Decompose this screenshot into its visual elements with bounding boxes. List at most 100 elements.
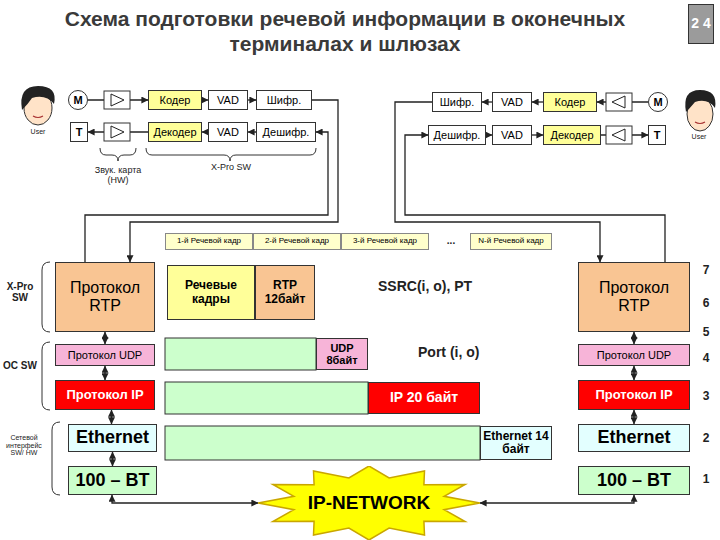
microphone-symbol: M xyxy=(648,92,668,112)
protocol-box: Протокол IP xyxy=(55,380,155,410)
amplifier-triangle xyxy=(111,126,124,138)
node-text: Декодер xyxy=(546,129,598,141)
speech-frame: 3-й Речевой кадр xyxy=(341,233,429,250)
amplifier-triangle xyxy=(111,94,124,106)
slide-title: Схема подготовки речевой информации в ок… xyxy=(30,6,660,56)
amplifier-box xyxy=(104,123,130,141)
connector-arrow xyxy=(248,131,256,132)
connector-arrow xyxy=(482,101,492,102)
amplifier-triangle xyxy=(612,129,625,141)
microphone-symbol: M xyxy=(68,90,88,110)
user-caption: User xyxy=(18,128,58,136)
layer-bracket xyxy=(52,422,60,495)
layer-label: X-Pro SW xyxy=(1,281,39,303)
payload-bar xyxy=(165,338,316,370)
node-text: Протокол RTP xyxy=(58,279,152,314)
node-text: Кодер xyxy=(151,94,199,106)
connector-arrow xyxy=(633,332,634,344)
connector-arrow xyxy=(112,495,258,503)
packet-field: Речевые кадры xyxy=(167,265,255,320)
node-text: VAD xyxy=(211,94,245,106)
user-hair xyxy=(685,90,715,112)
layer-number: 4 xyxy=(698,352,714,365)
protocol-box: Ethernet xyxy=(68,424,157,452)
speech-frame: N-й Речевой кадр xyxy=(470,233,552,250)
node-text: VAD xyxy=(495,129,529,141)
vad-box: VAD xyxy=(492,125,532,145)
protocol-box: Протокол UDP xyxy=(55,344,155,366)
node-text: Ethernet xyxy=(71,428,154,448)
protocol-box: Протокол RTP xyxy=(578,262,690,332)
packet-header: UDP 8байт xyxy=(316,338,368,370)
node-text: Ethernet 14 байт xyxy=(483,430,549,456)
cipher-box: Шифр. xyxy=(432,92,482,112)
amplifier-box xyxy=(104,91,130,109)
node-text: Речевые кадры xyxy=(170,279,252,305)
layer-number: 1 xyxy=(698,473,714,486)
user-mouth xyxy=(33,116,43,118)
header-field-note: SSRC(i, o), PT xyxy=(378,279,528,294)
node-text: Дешифр. xyxy=(259,126,313,138)
codec-box: Декодер xyxy=(543,125,601,145)
node-text: 2-й Речевой кадр xyxy=(256,237,338,246)
vad-box: VAD xyxy=(492,92,532,112)
codec-box: Кодер xyxy=(148,90,202,110)
amplifier-box xyxy=(606,93,632,111)
node-text: IP 20 байт xyxy=(371,390,477,405)
cipher-box: Дешифр. xyxy=(256,122,316,142)
node-text: IP-NETWORK xyxy=(260,493,478,514)
connector-arrow xyxy=(480,495,634,503)
connector-arrow xyxy=(633,366,634,380)
user-icon xyxy=(685,90,715,131)
layer-number: 7 xyxy=(698,264,714,277)
connector-arrow xyxy=(532,134,543,135)
part-label: Звук. карта (HW) xyxy=(92,166,144,186)
node-text: 100 – BT xyxy=(581,471,687,491)
ellipsis: ... xyxy=(436,235,466,246)
node-text: Протокол UDP xyxy=(58,349,152,361)
user-icon xyxy=(21,86,54,125)
node-text: Кодер xyxy=(546,96,594,108)
connector-arrow xyxy=(633,410,634,424)
node-text: Ethernet xyxy=(581,428,687,448)
codec-box: Кодер xyxy=(543,92,597,112)
layer-number: 2 xyxy=(698,432,714,445)
node-text: 1-й Речевой кадр xyxy=(168,237,250,246)
protocol-box: Протокол RTP xyxy=(55,262,155,332)
layer-bracket xyxy=(42,342,50,410)
connector-arrow xyxy=(248,99,256,100)
phone-symbol: T xyxy=(648,125,666,145)
slide-number: 2 4 xyxy=(688,4,714,44)
interface-box: 100 – BT xyxy=(578,466,690,495)
payload-bar xyxy=(165,426,480,460)
amplifier-triangle xyxy=(612,96,625,108)
node-text: 2 4 xyxy=(691,16,711,31)
node-text: Протокол IP xyxy=(581,388,687,402)
network-starburst: IP-NETWORK xyxy=(258,466,480,540)
interface-box: 100 – BT xyxy=(68,466,157,495)
node-text: 100 – BT xyxy=(71,471,154,491)
connector-arrow xyxy=(532,101,543,102)
connector-arrow xyxy=(104,366,105,380)
node-text: RTP 12байт xyxy=(258,279,312,305)
speech-frame: 2-й Речевой кадр xyxy=(253,233,341,250)
node-text: Дешифр. xyxy=(431,129,483,141)
connector-arrow xyxy=(104,332,105,344)
node-text: Протокол RTP xyxy=(581,279,687,314)
node-text: 3-й Речевой кадр xyxy=(344,237,426,246)
user-mouth xyxy=(695,122,705,124)
protocol-box: Протокол UDP xyxy=(578,344,690,366)
phone-symbol: T xyxy=(70,122,88,142)
packet-header: Ethernet 14 байт xyxy=(480,426,552,460)
node-text: VAD xyxy=(495,96,529,108)
speech-frame: 1-й Речевой кадр xyxy=(165,233,253,250)
node-text: Шифр. xyxy=(435,96,479,108)
node-text: M xyxy=(649,96,667,108)
node-text: Шифр. xyxy=(259,94,309,106)
node-text: T xyxy=(71,126,87,138)
protocol-box: Ethernet xyxy=(578,424,690,452)
node-text: UDP 8байт xyxy=(319,342,365,366)
payload-bar xyxy=(165,382,368,414)
node-text: VAD xyxy=(211,126,245,138)
